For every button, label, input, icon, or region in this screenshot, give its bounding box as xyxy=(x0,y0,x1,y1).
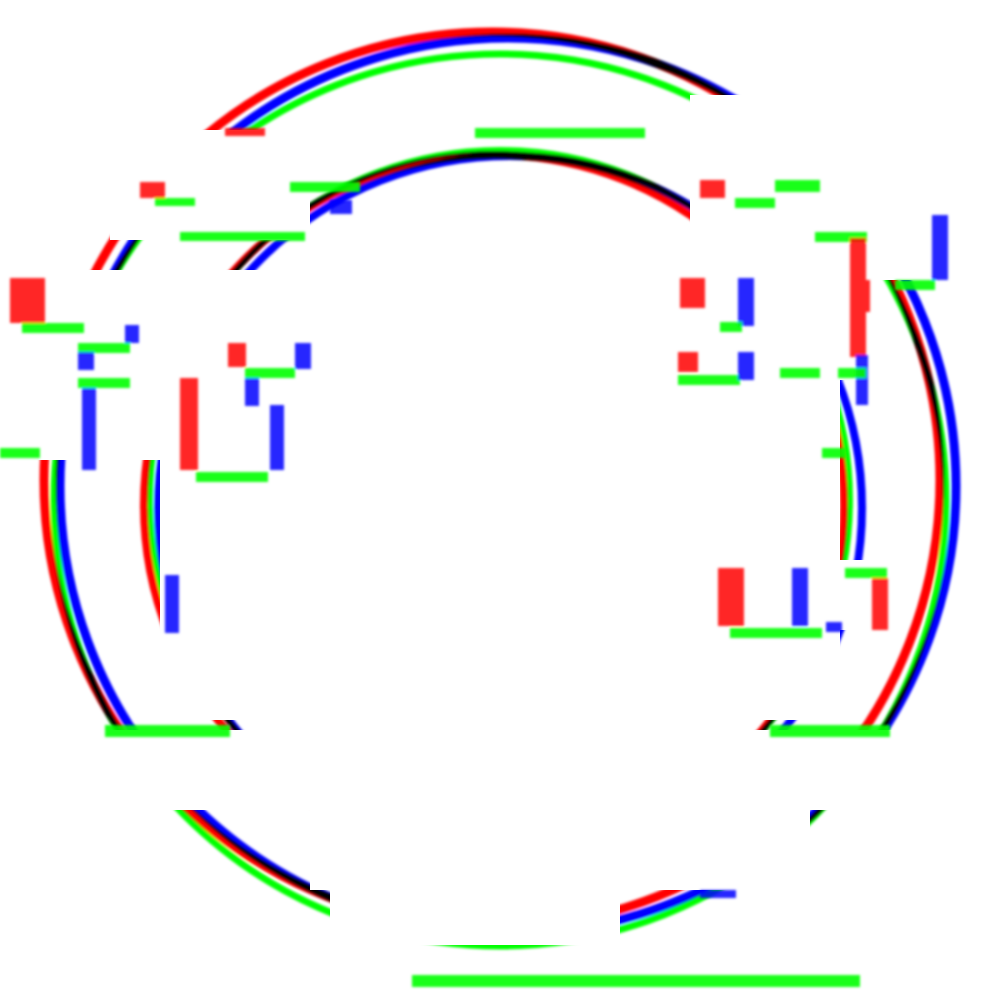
block-green-4 xyxy=(22,323,84,333)
block-red-7 xyxy=(850,238,866,280)
block-green-2 xyxy=(155,198,195,206)
block-blue-10 xyxy=(738,278,754,326)
block-green-19 xyxy=(845,568,887,578)
block-blue-4 xyxy=(82,388,96,470)
block-green-16 xyxy=(780,368,820,378)
block-green-11 xyxy=(735,198,775,208)
block-green-9 xyxy=(0,448,40,458)
block-green-12 xyxy=(815,232,867,242)
block-green-7 xyxy=(196,472,268,482)
cutout-center xyxy=(160,380,840,720)
block-blue-1 xyxy=(330,200,352,214)
block-red-6 xyxy=(700,180,725,198)
block-green-13 xyxy=(895,280,935,290)
block-red-3 xyxy=(10,278,45,323)
cutout-bottom xyxy=(310,810,810,890)
block-green-5 xyxy=(78,343,130,353)
bottom-line-green xyxy=(412,975,860,987)
cutout-bottom-center xyxy=(330,890,620,945)
block-red-13 xyxy=(872,578,888,630)
block-blue-3 xyxy=(78,352,94,370)
block-blue-13 xyxy=(792,568,808,626)
block-red-8 xyxy=(680,278,705,308)
block-blue-5 xyxy=(270,405,284,470)
block-blue-2 xyxy=(125,325,139,343)
block-blue-9 xyxy=(932,215,948,280)
block-green-8 xyxy=(245,368,295,378)
block-blue-11 xyxy=(856,355,868,405)
block-green-10 xyxy=(775,180,820,192)
block-green-18 xyxy=(822,448,846,458)
glitch-blocks xyxy=(0,128,948,987)
outer-ring-green-channel xyxy=(50,50,950,950)
block-red-9 xyxy=(850,280,870,312)
block-green-6 xyxy=(78,378,130,388)
block-red-5 xyxy=(228,343,246,367)
block-red-1 xyxy=(225,128,265,136)
top-green-arc-line xyxy=(475,128,645,138)
block-blue-14 xyxy=(826,622,842,632)
block-green-1 xyxy=(180,232,305,241)
block-green-14 xyxy=(720,322,742,332)
block-red-12 xyxy=(718,568,744,626)
block-red-4 xyxy=(180,378,198,470)
block-green-17 xyxy=(838,368,866,378)
block-red-2 xyxy=(140,182,165,198)
block-blue-7 xyxy=(245,378,259,406)
bottom-blue-mark xyxy=(700,890,736,898)
block-green-20 xyxy=(730,628,822,638)
band-right-green xyxy=(770,725,890,737)
block-red-11 xyxy=(678,352,698,372)
block-green-15 xyxy=(678,375,740,385)
band-left-green xyxy=(105,725,230,737)
cutout-band-low xyxy=(0,730,1000,810)
block-red-10 xyxy=(850,312,866,357)
block-blue-6 xyxy=(295,343,311,369)
block-blue-12 xyxy=(738,352,754,380)
block-blue-8 xyxy=(165,575,179,633)
block-green-3 xyxy=(290,182,360,192)
